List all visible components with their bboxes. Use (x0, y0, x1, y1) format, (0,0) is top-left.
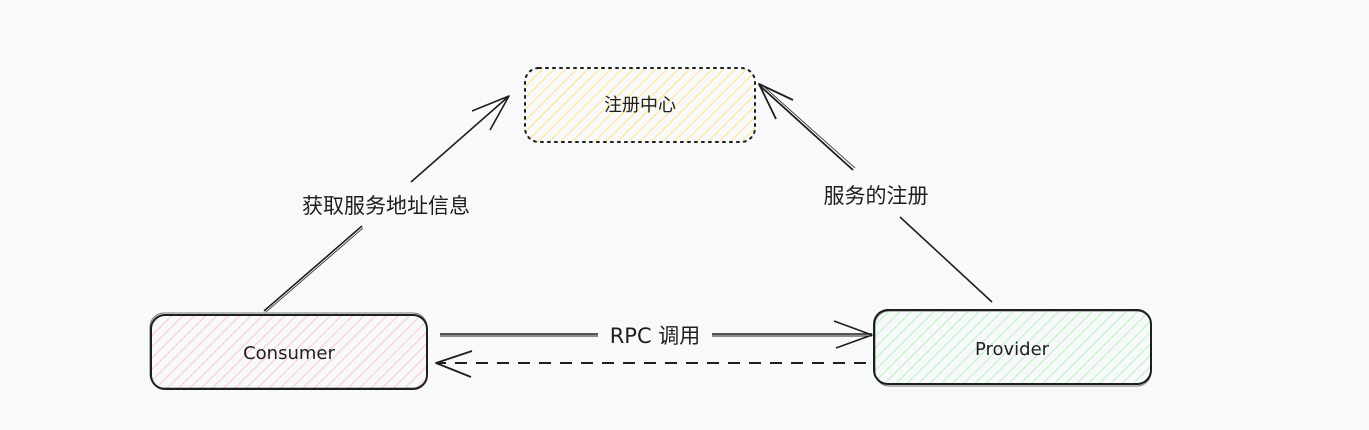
registry-box (524, 67, 756, 143)
registry-node[interactable]: 注册中心 (524, 67, 756, 143)
arrowhead-icon (833, 320, 873, 349)
edge-line-lower (899, 216, 993, 303)
edge-provider-to-registry[interactable]: 服务的注册 (758, 83, 993, 303)
registry-label: 注册中心 (604, 95, 676, 116)
edge-rpc-call[interactable]: RPC 调用 (440, 320, 873, 349)
arrowhead-icon (471, 95, 510, 131)
consumer-box-sketch (149, 312, 428, 389)
arrowhead-icon (435, 350, 473, 378)
edge-line-upper-sketch (760, 83, 856, 169)
provider-box-sketch (874, 310, 1152, 387)
provider-node[interactable]: Provider (873, 309, 1152, 387)
consumer-node[interactable]: Consumer (149, 312, 428, 390)
consumer-label: Consumer (243, 343, 335, 364)
edge-rpc-return[interactable] (435, 350, 866, 378)
edge-label-get-address: 获取服务地址信息 (302, 194, 470, 218)
edge-label-rpc-call: RPC 调用 (610, 324, 701, 348)
edge-line-upper (758, 84, 854, 171)
edge-line-upper (410, 95, 510, 183)
edge-consumer-to-registry[interactable]: 获取服务地址信息 (263, 95, 510, 313)
provider-label: Provider (975, 339, 1050, 360)
arrowhead-icon (758, 83, 794, 120)
edge-line-lower-sketch (265, 227, 364, 313)
edge-label-service-register: 服务的注册 (824, 184, 929, 208)
edge-line-lower (263, 225, 363, 312)
